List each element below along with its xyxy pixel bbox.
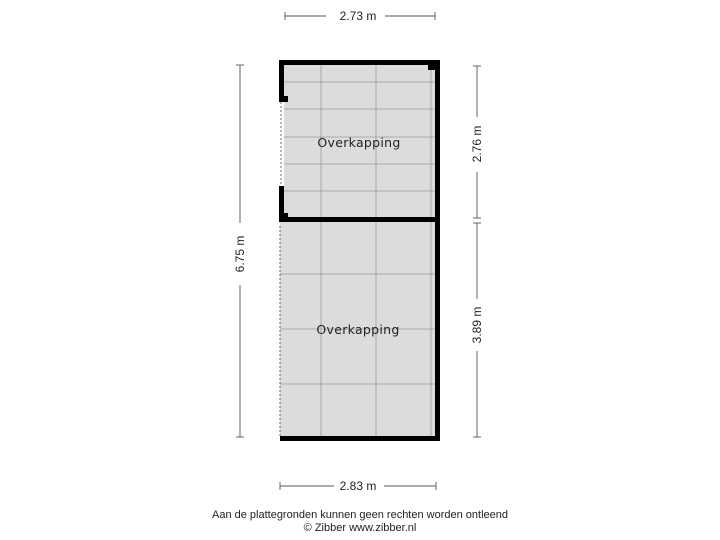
dimension-left (236, 64, 244, 438)
room-label-lower: Overkapping (316, 322, 399, 337)
wall-top (279, 60, 440, 65)
dimension-right-upper-label: 2.76 m (470, 126, 484, 163)
tile-grid (280, 64, 435, 436)
wall-divider (279, 217, 440, 222)
dimension-top (284, 12, 436, 20)
wall-left-corner-stub (284, 96, 288, 102)
dimension-bottom (279, 482, 437, 490)
dimension-left-label: 6.75 m (233, 236, 247, 273)
dimension-right-lower-label: 3.89 m (470, 307, 484, 344)
wall-left-upper (279, 60, 284, 102)
dimension-right-upper (473, 65, 481, 219)
wall-right (435, 60, 440, 441)
dimension-right-lower (473, 222, 481, 438)
dimension-top-label: 2.73 m (340, 9, 377, 23)
footer-disclaimer: Aan de plattegronden kunnen geen rechten… (211, 509, 508, 521)
room-floor-upper (284, 64, 435, 219)
walls (279, 60, 440, 441)
wall-left-mid (279, 186, 284, 222)
open-side-dashed-line (279, 102, 282, 438)
wall-corner-notch (428, 65, 435, 70)
room-label-upper: Overkapping (317, 135, 400, 150)
footer-copyright: © Zibber www.zibber.nl (303, 522, 417, 534)
dimension-bottom-label: 2.83 m (340, 479, 377, 493)
wall-bottom (280, 436, 440, 441)
